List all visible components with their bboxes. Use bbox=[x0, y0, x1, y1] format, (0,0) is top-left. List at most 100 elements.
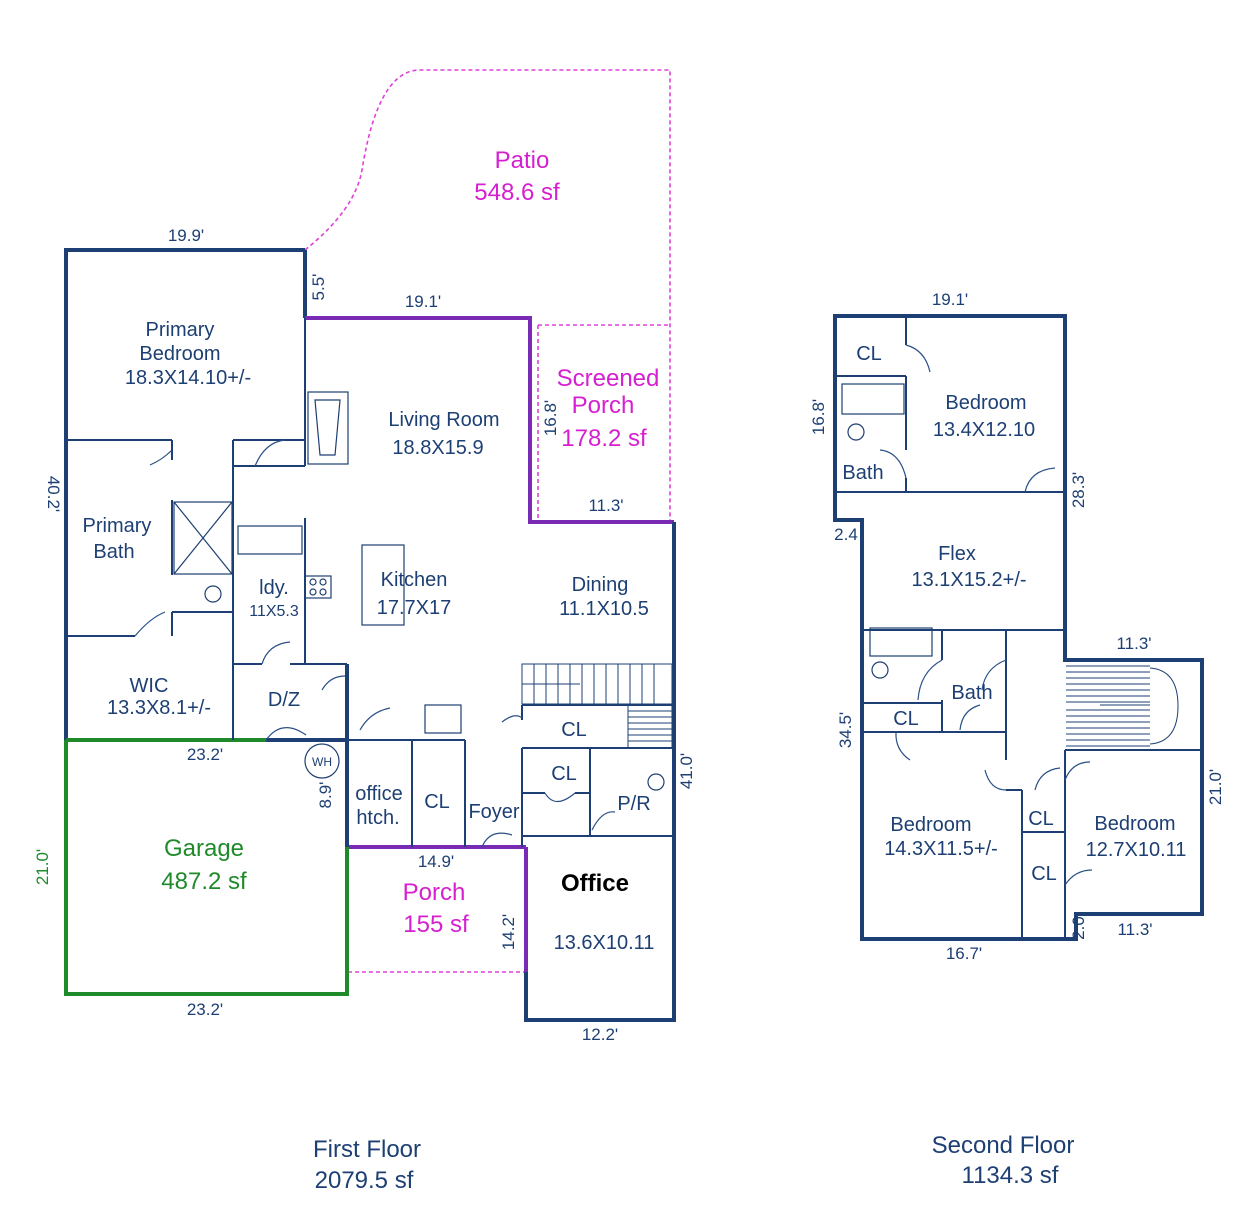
dim-dz-side: 8.9' bbox=[316, 782, 335, 809]
dim-dining-top: 11.3' bbox=[588, 496, 623, 515]
stair-closet-label: CL bbox=[561, 719, 587, 741]
patio-label: Patio bbox=[495, 147, 550, 174]
door-swing bbox=[254, 439, 286, 467]
second-floor-area: 1134.3 sf bbox=[962, 1162, 1059, 1189]
first-floor-title: First Floor bbox=[313, 1136, 421, 1163]
stair-landing bbox=[627, 704, 673, 749]
closet-a-label: CL bbox=[1028, 808, 1054, 830]
tub-top bbox=[841, 383, 905, 415]
dim-sf-bottom: 16.7' bbox=[946, 944, 982, 963]
bedroom-top-label: Bedroom bbox=[945, 392, 1026, 414]
front-door-swing bbox=[481, 832, 513, 848]
dim-sf-left-upper: 16.8' bbox=[809, 399, 828, 435]
fireplace bbox=[307, 391, 349, 465]
closet-top-label: CL bbox=[856, 343, 882, 365]
bedroom-left-size: 14.3X11.5+/- bbox=[884, 838, 998, 860]
patio-wall bbox=[305, 316, 674, 524]
first-floor-area: 2079.5 sf bbox=[315, 1167, 414, 1194]
door-swing bbox=[501, 715, 523, 723]
door-swing bbox=[984, 769, 1007, 791]
dim-porch-top: 14.9' bbox=[418, 852, 454, 871]
flex-label: Flex bbox=[938, 543, 976, 565]
dim-porch-side: 16.8' bbox=[541, 400, 560, 436]
office-closet-label: CL bbox=[424, 791, 450, 813]
door-swing bbox=[981, 659, 1007, 691]
foyer-label: Foyer bbox=[468, 801, 519, 823]
primary-bedroom-size: 18.3X14.10+/- bbox=[125, 367, 251, 389]
door-swing bbox=[591, 811, 616, 831]
toilet-primary bbox=[204, 585, 222, 603]
office-size: 13.6X10.11 bbox=[554, 932, 655, 954]
bedroom-left-label: Bedroom bbox=[890, 814, 971, 836]
second-floor-title: Second Floor bbox=[932, 1132, 1075, 1159]
kitchen-label: Kitchen bbox=[381, 569, 448, 591]
porch-label: Porch bbox=[403, 879, 466, 906]
door-swing bbox=[359, 707, 391, 731]
screened-porch-label: Screened bbox=[557, 365, 660, 392]
toilet-top bbox=[847, 423, 865, 441]
door-swing bbox=[1034, 767, 1061, 791]
door-swing bbox=[265, 727, 307, 741]
dining-label: Dining bbox=[572, 574, 629, 596]
dim-office-bottom: 12.2' bbox=[582, 1025, 618, 1044]
living-room-size: 18.8X15.9 bbox=[392, 437, 483, 459]
toilet-mid bbox=[871, 661, 889, 679]
door-swing bbox=[1064, 761, 1091, 781]
range bbox=[304, 575, 332, 599]
fireplace-hearth bbox=[314, 399, 341, 456]
shower bbox=[173, 501, 233, 575]
primary-bedroom-label: Primary bbox=[146, 319, 215, 341]
kitchen-size: 17.7X17 bbox=[377, 597, 452, 619]
door-swing bbox=[544, 792, 576, 803]
dim-sf-right-upper: 28.3' bbox=[1069, 472, 1088, 508]
door-swing bbox=[959, 704, 981, 731]
dim-left-side: 40.2' bbox=[44, 476, 63, 512]
laundry-size: 11X5.3 bbox=[249, 603, 299, 620]
door-swing bbox=[134, 611, 166, 637]
door-swing bbox=[905, 344, 931, 373]
office-label: Office bbox=[561, 870, 629, 897]
screened-porch-area: 178.2 sf bbox=[561, 425, 647, 452]
dim-sf-stair-top: 11.3' bbox=[1116, 634, 1151, 653]
dim-sf-left-lower: 34.5' bbox=[836, 712, 855, 748]
shower-drain bbox=[173, 501, 233, 575]
office-htch-label-2: htch. bbox=[356, 807, 399, 829]
dining-size: 11.1X10.5 bbox=[559, 598, 649, 620]
dim-right-side: 41.0' bbox=[677, 753, 696, 789]
laundry-appliances bbox=[237, 525, 303, 555]
stair-second bbox=[1066, 665, 1179, 747]
office-htch-label: office bbox=[355, 783, 402, 805]
wic-size: 13.3X8.1+/- bbox=[107, 697, 211, 719]
dim-porch-right: 14.2' bbox=[499, 914, 518, 950]
dim-garage-bottom: 23.2' bbox=[187, 1000, 223, 1019]
office-desk bbox=[424, 704, 462, 734]
tub-mid bbox=[869, 627, 933, 657]
dim-sf-small: 2.0 bbox=[1069, 916, 1088, 940]
second-floor-plan: CL Bedroom 13.4X12.10 Bath Flex 13.1X15.… bbox=[809, 290, 1225, 1189]
dim-garage-side: 21.0' bbox=[33, 849, 52, 885]
primary-bath-label-2: Bath bbox=[93, 541, 134, 563]
bedroom-right-label: Bedroom bbox=[1094, 813, 1175, 835]
dim-living-top: 19.1' bbox=[405, 292, 441, 311]
powder-room-label: P/R bbox=[617, 793, 650, 815]
stair-treads bbox=[522, 664, 655, 704]
toilet-pr bbox=[647, 773, 665, 791]
second-floor-exterior bbox=[833, 314, 1204, 941]
screened-porch-label-2: Porch bbox=[572, 392, 635, 419]
closet-mid-label: CL bbox=[893, 708, 919, 730]
patio-area: 548.6 sf bbox=[474, 179, 560, 206]
first-floor-plan: Primary Bedroom 18.3X14.10+/- Living Roo… bbox=[33, 69, 696, 1194]
garage-wall bbox=[64, 740, 349, 996]
door-swing bbox=[895, 731, 911, 761]
water-heater-label: WH bbox=[312, 755, 332, 769]
dim-sf-right-lower: 21.0' bbox=[1206, 769, 1225, 805]
living-room-label: Living Room bbox=[388, 409, 499, 431]
dim-sf-bottom-right: 11.3' bbox=[1117, 920, 1152, 939]
door-swing bbox=[149, 449, 173, 466]
foyer-closet-label: CL bbox=[551, 763, 577, 785]
laundry-label: ldy. bbox=[259, 577, 289, 599]
dz-label: D/Z bbox=[268, 689, 300, 711]
door-swing bbox=[879, 449, 907, 479]
flex-size: 13.1X15.2+/- bbox=[911, 569, 1026, 591]
